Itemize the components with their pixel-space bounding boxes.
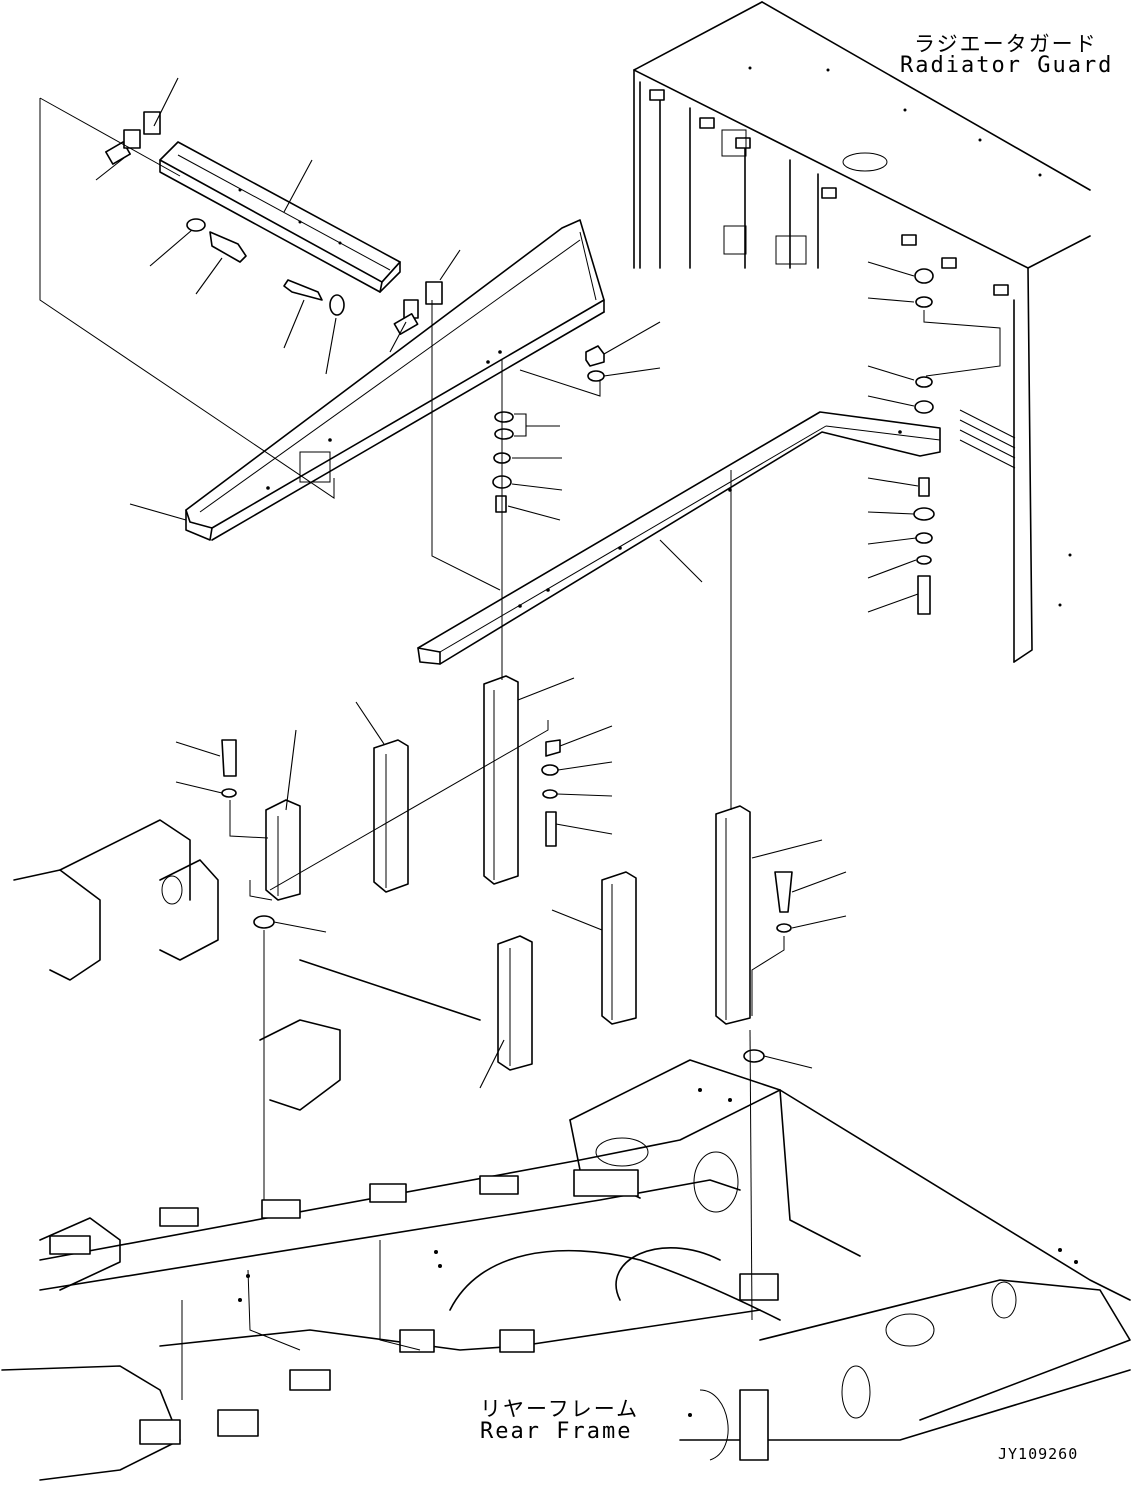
left-bracket-assembly — [13, 819, 481, 1111]
rear-frame-part — [1, 1059, 1131, 1481]
left-bolt-hardware — [221, 739, 793, 1063]
right-hardware-stack — [913, 268, 935, 615]
rear-frame-label-japanese: リヤーフレーム — [480, 1397, 640, 1421]
radiator-guard-label-english: Radiator Guard — [900, 53, 1114, 78]
assembly-centerlines — [39, 97, 1001, 1321]
callout-leader-lines — [95, 77, 919, 1089]
center-hardware-stack — [492, 345, 605, 847]
drawing-number: JY109260 — [998, 1445, 1079, 1463]
right-main-beam-part — [417, 411, 941, 665]
support-posts — [265, 675, 751, 1071]
rear-frame-label-english: Rear Frame — [480, 1419, 633, 1444]
radiator-guard-label-japanese: ラジエータガード — [914, 32, 1098, 56]
top-cross-beam-part — [105, 111, 443, 335]
radiator-guard-part — [633, 1, 1091, 663]
left-main-beam-part — [185, 219, 605, 541]
